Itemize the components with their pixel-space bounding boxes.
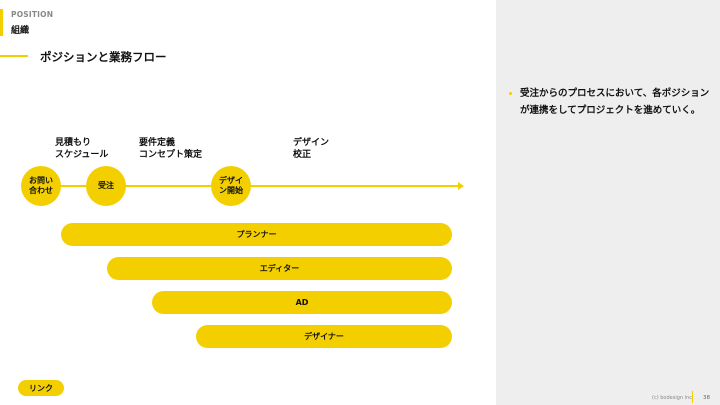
role-bar-art-director: AD	[152, 291, 452, 314]
timeline-arrow-icon	[458, 182, 464, 190]
role-bar-planner: プランナー	[61, 223, 452, 246]
right-panel	[496, 0, 720, 405]
page-number: 38	[703, 395, 710, 401]
section-label: 組織	[11, 26, 30, 36]
footer-copyright: (c) bodesign inc.	[652, 395, 694, 401]
stage-label-design-proof: デザイン 校正	[293, 138, 330, 160]
kicker-label: POSITION	[11, 10, 54, 19]
bullet-icon	[509, 92, 512, 95]
milestone-order: 受注	[86, 166, 126, 206]
header-accent-bar	[0, 9, 3, 36]
page-title: ポジションと業務フロー	[40, 50, 167, 64]
stage-label-estimate: 見積もり スケジュール	[55, 138, 109, 160]
milestone-inquiry: お問い合わせ	[21, 166, 61, 206]
title-accent-line	[0, 55, 28, 57]
role-bar-designer: デザイナー	[196, 325, 452, 348]
stage-label-requirements: 要件定義 コンセプト策定	[139, 138, 203, 160]
footer-divider	[692, 391, 693, 403]
note-text: 受注からのプロセスにおいて、各ポジションが連携をしてプロジェクトを進めていく。	[520, 88, 710, 116]
milestone-design-start: デザイン開始	[211, 166, 251, 206]
role-bar-editor: エディター	[107, 257, 452, 280]
link-button[interactable]: リンク	[18, 380, 64, 396]
